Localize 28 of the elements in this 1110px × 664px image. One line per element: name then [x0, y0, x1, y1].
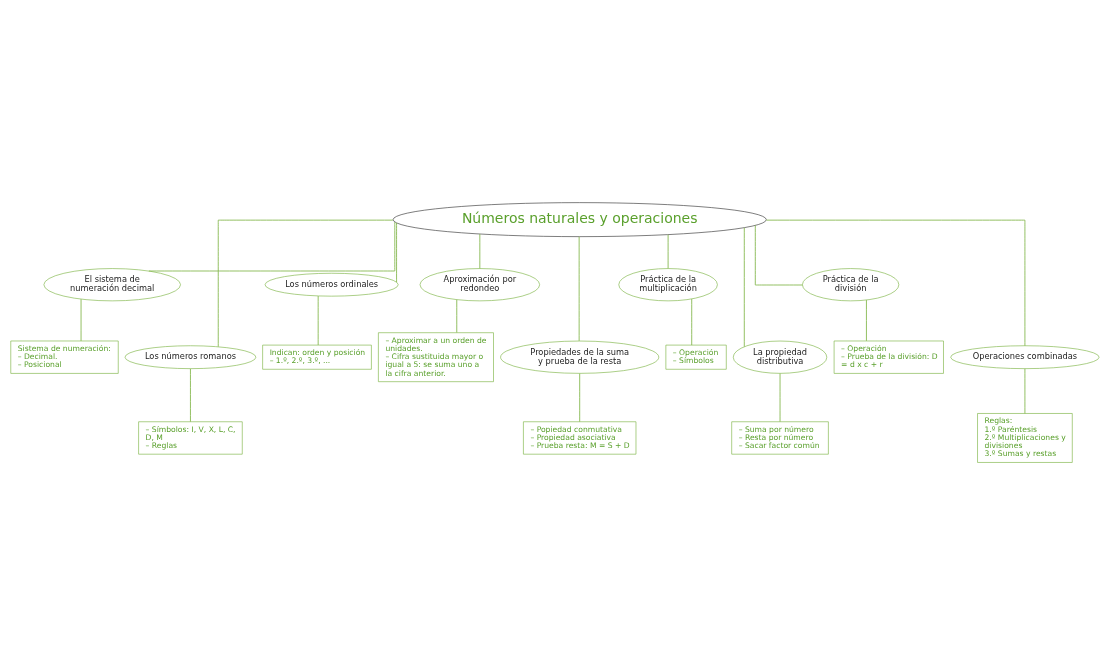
connector [579, 372, 581, 422]
node-ellipse: Operaciones combinadas [950, 344, 1100, 369]
connector [148, 221, 396, 271]
connector [578, 235, 580, 341]
connector [190, 367, 191, 422]
connector [479, 233, 481, 269]
node-ellipse: Los números romanos [124, 344, 257, 369]
node-ellipse: Práctica de la multiplicación [618, 267, 718, 301]
node-ellipse: El sistema de numeración decimal [43, 267, 181, 301]
node-ellipse: Práctica de la división [802, 267, 900, 301]
node-ellipse: Números naturales y operaciones [392, 201, 767, 237]
connector [779, 372, 781, 422]
connector [456, 298, 458, 333]
connector [217, 219, 394, 347]
connector [691, 298, 693, 345]
node-ellipse: Los números ordinales [264, 272, 399, 296]
connector [754, 224, 803, 285]
connector [766, 219, 1026, 346]
connector [80, 298, 82, 341]
connector [317, 295, 319, 345]
connector [1024, 367, 1026, 414]
connector [667, 233, 669, 269]
node-ellipse: Propiedades de la suma y prueba de la resta [500, 340, 660, 374]
connector [743, 226, 745, 347]
connector [396, 222, 397, 282]
connector [866, 299, 867, 341]
node-ellipse: Aproximación por redondeo [419, 267, 540, 301]
node-ellipse: La propiedad distributiva [732, 340, 828, 374]
